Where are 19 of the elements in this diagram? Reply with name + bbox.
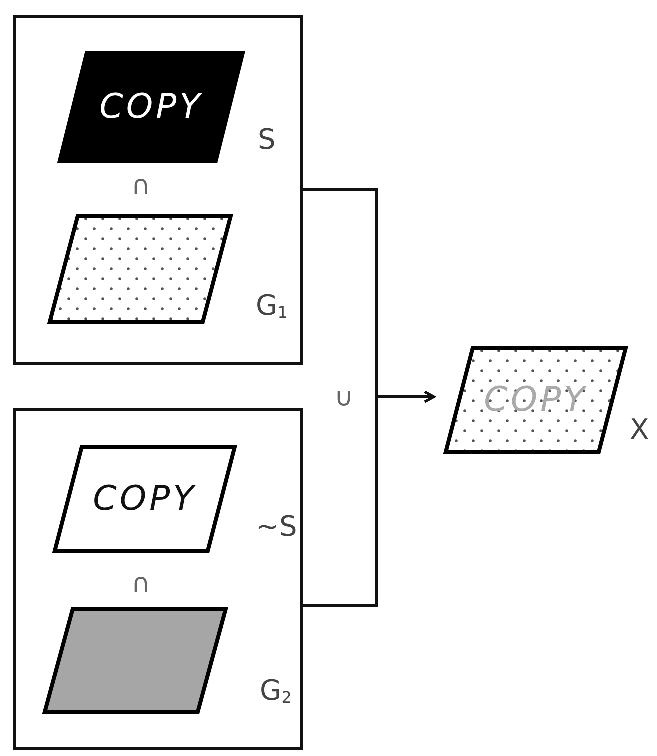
- operator-symbol: ∩: [131, 173, 151, 199]
- shape-label: COPY: [93, 482, 197, 516]
- parallelogram: [53, 445, 237, 553]
- operator-symbol: ∪: [334, 385, 354, 411]
- parallelogram: [43, 607, 228, 714]
- set-label: ~S: [256, 513, 298, 541]
- arrow: [303, 390, 436, 608]
- dotted-parallelogram: [444, 346, 628, 454]
- set-label: G$_{1}$: [256, 292, 288, 321]
- set-label: G$_{2}$: [260, 677, 292, 706]
- dotted-parallelogram: [48, 214, 233, 324]
- panel-frame: [13, 15, 303, 365]
- panel-frame: [13, 408, 303, 750]
- parallelogram: [58, 51, 245, 163]
- shape-label: COPY: [484, 383, 588, 417]
- set-label: X: [630, 416, 650, 444]
- set-label: S: [258, 126, 276, 154]
- shape-label: COPY: [100, 90, 204, 124]
- operator-symbol: ∩: [131, 571, 151, 597]
